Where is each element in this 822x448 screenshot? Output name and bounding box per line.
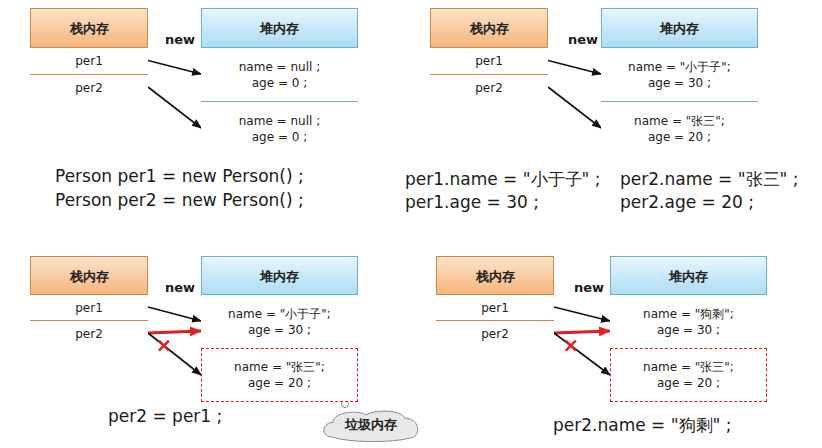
variable-name: per1: [75, 53, 103, 69]
cut-mark: [159, 341, 169, 351]
stack-memory-box: 栈内存 per1 per2: [430, 8, 548, 100]
reference-arrow: [148, 61, 201, 75]
field-value: age = 20 ;: [657, 375, 720, 391]
field-value: name = "张三";: [234, 359, 325, 375]
field-value: age = 30 ;: [648, 75, 711, 91]
field-value: name = "小于子";: [228, 306, 331, 322]
variable-name: per1: [475, 53, 503, 69]
reference-cell: per1: [436, 294, 554, 320]
heap-memory-box: 堆内存name = "小于子";age = 30 ;name = "张三";ag…: [601, 8, 758, 155]
new-keyword: new: [163, 32, 197, 47]
object-cell: name = "小于子";age = 30 ;: [201, 294, 358, 348]
heap-memory-box: 堆内存name = "狗剩";age = 30 ;name = "张三";age…: [610, 256, 767, 402]
memory-header: 堆内存: [202, 9, 357, 48]
reference-cell: per1: [30, 47, 148, 74]
object-cell: name = "小于子";age = 30 ;: [601, 47, 758, 101]
memory-header: 栈内存: [31, 9, 147, 48]
new-keyword: new: [572, 280, 606, 295]
variable-name: per1: [75, 300, 103, 316]
reference-arrow: [148, 87, 201, 128]
garbage-cloud: 垃圾内存: [320, 408, 422, 442]
field-value: name = "张三";: [634, 113, 725, 129]
reference-cell: per2: [30, 74, 148, 100]
code-line: per1.name = "小于子" ;: [405, 168, 601, 191]
code-line: per2.name = "张三" ;: [620, 168, 799, 191]
new-keyword: new: [566, 32, 600, 47]
code-line: per1.age = 30 ;: [405, 192, 539, 212]
variable-name: per2: [75, 80, 103, 96]
field-value: age = 30 ;: [657, 322, 720, 338]
code-line: Person per2 = new Person() ;: [55, 190, 304, 210]
object-cell: name = null ;age = 0 ;: [201, 101, 358, 155]
cloud-label: 垃圾内存: [345, 417, 397, 433]
variable-name: per2: [475, 80, 503, 96]
object-cell: name = "狗剩";age = 30 ;: [610, 294, 767, 348]
field-value: name = "张三";: [643, 359, 734, 375]
reference-arrow: [554, 307, 610, 321]
reference-cell: per2: [430, 74, 548, 100]
heap-memory-box: 堆内存name = null ;age = 0 ;name = null ;ag…: [201, 8, 358, 155]
reassigned-reference-arrow: [554, 331, 610, 333]
field-value: age = 30 ;: [248, 322, 311, 338]
variable-name: per1: [481, 300, 509, 316]
code-line: per2.name = "狗剩" ;: [553, 414, 732, 437]
reference-arrow: [148, 307, 201, 321]
cut-mark: [566, 341, 576, 351]
field-value: name = "小于子";: [628, 59, 731, 75]
memory-header: 堆内存: [611, 257, 766, 296]
reference-cell: per1: [430, 47, 548, 74]
garbage-object-cell: name = "张三";age = 20 ;: [201, 348, 358, 402]
field-value: age = 0 ;: [252, 129, 308, 145]
field-value: age = 20 ;: [248, 375, 311, 391]
field-value: name = null ;: [239, 59, 320, 75]
memory-header: 堆内存: [202, 257, 357, 296]
stack-memory-box: 栈内存 per1 per2: [30, 8, 148, 100]
memory-header: 栈内存: [31, 257, 147, 296]
reference-cell: per1: [30, 294, 148, 320]
stack-memory-box: 栈内存 per1 per2: [30, 256, 148, 346]
reference-arrow: [554, 333, 610, 375]
memory-header: 栈内存: [437, 257, 553, 296]
field-value: name = "狗剩";: [643, 306, 734, 322]
field-value: age = 20 ;: [648, 129, 711, 145]
memory-header: 堆内存: [602, 9, 757, 48]
garbage-object-cell: name = "张三";age = 20 ;: [610, 348, 767, 402]
stack-memory-box: 栈内存 per1 per2: [436, 256, 554, 346]
reassigned-reference-arrow: [148, 331, 201, 333]
object-cell: name = "张三";age = 20 ;: [601, 101, 758, 155]
reference-cell: per2: [436, 320, 554, 346]
code-line: Person per1 = new Person() ;: [55, 166, 304, 186]
code-line: per2.age = 20 ;: [620, 192, 754, 212]
reference-arrow: [548, 87, 601, 128]
memory-header: 栈内存: [431, 9, 547, 48]
heap-memory-box: 堆内存name = "小于子";age = 30 ;name = "张三";ag…: [201, 256, 358, 402]
field-value: name = null ;: [239, 113, 320, 129]
reference-arrow: [548, 61, 601, 75]
object-cell: name = null ;age = 0 ;: [201, 47, 358, 101]
variable-name: per2: [481, 326, 509, 342]
code-line: per2 = per1 ;: [108, 406, 222, 426]
field-value: age = 0 ;: [252, 75, 308, 91]
reference-cell: per2: [30, 320, 148, 346]
new-keyword: new: [163, 280, 197, 295]
reference-arrow: [148, 333, 201, 375]
variable-name: per2: [75, 326, 103, 342]
